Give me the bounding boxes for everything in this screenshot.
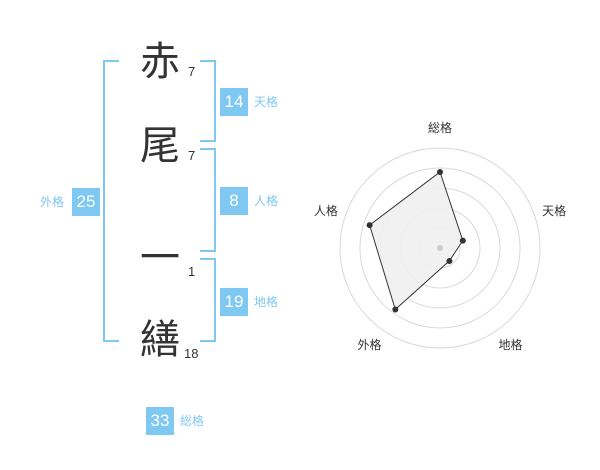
stroke-count-2: 7 bbox=[188, 148, 196, 163]
radar-data-polygon bbox=[369, 171, 464, 311]
radar-axis-label: 総格 bbox=[428, 120, 452, 135]
stroke-count-1: 7 bbox=[188, 64, 196, 79]
stroke-count-4: 18 bbox=[184, 346, 199, 361]
jinkaku-label: 人格 bbox=[254, 194, 279, 208]
radar-ring bbox=[359, 167, 521, 329]
gaikaku-bracket bbox=[103, 60, 119, 342]
radar-point-4 bbox=[392, 306, 399, 313]
soukaku-label: 総格 bbox=[180, 414, 205, 428]
radar-ring bbox=[339, 147, 541, 349]
radar-point-3 bbox=[446, 257, 453, 264]
jinkaku-value: 8 bbox=[220, 187, 248, 215]
tenkaku-value: 14 bbox=[220, 88, 248, 116]
radar-point-2 bbox=[459, 237, 466, 244]
radar-axis-label: 人格 bbox=[314, 203, 338, 218]
radar-axis-label: 地格 bbox=[499, 337, 523, 352]
chikaku-bracket bbox=[200, 258, 216, 342]
radar-axis-label: 天格 bbox=[542, 203, 566, 218]
tenkaku-bracket bbox=[200, 60, 216, 142]
radar-point-1 bbox=[437, 169, 443, 175]
radar-point-5 bbox=[366, 222, 373, 229]
soukaku-value: 33 bbox=[146, 407, 174, 435]
jinkaku-bracket bbox=[200, 148, 216, 252]
gaikaku-label: 外格 bbox=[40, 195, 65, 209]
gaikaku-value: 25 bbox=[72, 188, 100, 216]
radar-axis-label: 外格 bbox=[357, 337, 381, 352]
chikaku-value: 19 bbox=[220, 288, 248, 316]
stroke-count-3: 1 bbox=[188, 264, 196, 279]
radar-center-dot bbox=[437, 245, 443, 251]
chikaku-label: 地格 bbox=[254, 295, 279, 309]
name-char-2: 尾 bbox=[140, 123, 180, 169]
tenkaku-label: 天格 bbox=[254, 95, 279, 109]
name-char-3: 一 bbox=[140, 235, 180, 281]
name-char-4: 繕 bbox=[140, 317, 180, 363]
name-char-1: 赤 bbox=[140, 39, 180, 85]
